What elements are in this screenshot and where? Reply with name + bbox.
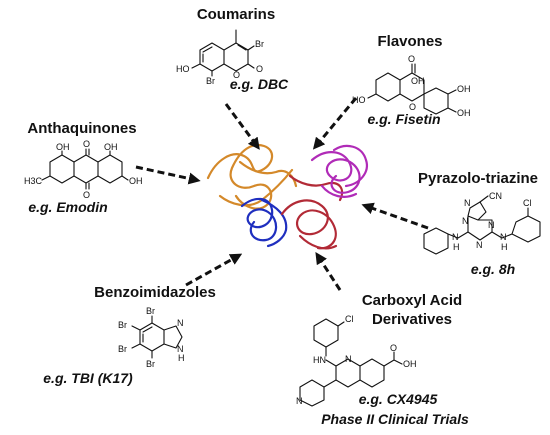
anthraquinone-atom-oh-bottom: OH <box>129 176 143 186</box>
benzoimidazole-atom-br-2: Br <box>118 320 127 330</box>
flavone-atom-oh-b: OH <box>457 108 471 118</box>
flavone-atom-o-carbonyl: O <box>408 54 415 64</box>
pyrazolo-atom-n-4: N <box>476 240 483 250</box>
cx4945-atom-oh: OH <box>403 359 417 369</box>
coumarin-atom-o-ring: O <box>233 70 240 80</box>
benzoimidazole-atom-br-4: Br <box>146 359 155 369</box>
arrow-pyrazolo-triazine <box>361 202 429 230</box>
arrow-benzoimidazoles <box>185 253 243 287</box>
anthaquinones-heading: Anthaquinones <box>27 120 136 137</box>
benzoimidazole-atom-n-1: N <box>177 318 184 328</box>
pyrazolo-atom-h-1: H <box>453 242 460 252</box>
pyrazolo-atom-n-2: N <box>462 216 469 226</box>
cx4945-atom-n-ring: N <box>345 354 352 364</box>
carboxyl-heading-line1: Carboxyl Acid <box>362 292 462 309</box>
inhibitor-arrows <box>135 97 429 291</box>
benzoimidazole-atom-n-2: N <box>177 344 184 354</box>
cx4945-atom-n-pyridine: N <box>296 396 303 406</box>
cx4945-atom-o: O <box>390 343 397 353</box>
pyrazolo-triazine-example: e.g. 8h <box>471 261 515 277</box>
benzoimidazole-structure: Br Br N Br N H Br <box>118 306 185 369</box>
protein-domain-blue <box>240 197 288 248</box>
coumarins-example: e.g. DBC <box>230 76 289 92</box>
arrow-flavones <box>312 97 358 150</box>
benzoimidazoles-heading: Benzoimidazoles <box>94 284 216 301</box>
protein-structure <box>206 143 368 250</box>
arrow-carboxyl <box>315 251 342 291</box>
flavone-atom-oh-3: OH <box>411 76 425 86</box>
coumarin-atom-br-bottom: Br <box>206 76 215 86</box>
coumarins-heading: Coumarins <box>197 6 275 23</box>
coumarin-atom-br-top: Br <box>255 39 264 49</box>
pyrazolo-triazine-heading: Pyrazolo-triazine <box>418 170 538 187</box>
anthaquinones-example: e.g. Emodin <box>28 199 107 215</box>
pyrazolo-atom-n-6: N <box>500 232 507 242</box>
anthraquinone-structure: OH O OH H3C O OH <box>24 139 143 200</box>
cx4945-atom-hn: HN <box>313 355 326 365</box>
anthraquinone-atom-oh-left: OH <box>56 142 70 152</box>
benzoimidazole-atom-br-3: Br <box>118 344 127 354</box>
cx4945-atom-cl: Cl <box>345 314 354 324</box>
protein-domain-red <box>280 174 344 250</box>
flavone-atom-ho: HO <box>352 95 366 105</box>
coumarin-atom-o-carbonyl: O <box>256 64 263 74</box>
flavone-atom-oh-a: OH <box>457 84 471 94</box>
flavone-atom-o-ring: O <box>409 102 416 112</box>
pyrazolo-triazine-structure: N CN Cl N N N N H N H <box>423 191 541 255</box>
benzoimidazole-atom-br-1: Br <box>146 306 155 316</box>
pyrazolo-atom-n-1: N <box>464 198 471 208</box>
benzoimidazole-atom-h: H <box>178 353 185 363</box>
pyrazolo-atom-n-5: N <box>452 232 459 242</box>
cx4945-structure: Cl HN N OH O N <box>296 314 417 407</box>
pyrazolo-atom-n-3: N <box>488 220 495 230</box>
protein-domain-magenta <box>310 144 368 198</box>
coumarin-structure: Br HO Br O O <box>176 29 264 86</box>
flavones-example: e.g. Fisetin <box>367 111 440 127</box>
carboxyl-heading-line2: Derivatives <box>372 311 452 328</box>
pyrazolo-atom-h-2: H <box>501 242 508 252</box>
flavones-heading: Flavones <box>377 33 442 50</box>
coumarin-atom-ho: HO <box>176 64 190 74</box>
pyrazolo-atom-cn: CN <box>489 191 502 201</box>
flavone-structure: O HO O OH OH OH <box>352 54 471 118</box>
anthraquinone-atom-h3c: H3C <box>24 176 43 186</box>
pyrazolo-atom-cl: Cl <box>523 198 532 208</box>
anthraquinone-atom-oh-right: OH <box>104 142 118 152</box>
arrow-anthaquinones <box>135 165 201 185</box>
arrow-coumarins <box>224 103 260 150</box>
carboxyl-example-line1: e.g. CX4945 <box>359 391 438 407</box>
benzoimidazoles-example: e.g. TBI (K17) <box>43 370 133 386</box>
anthraquinone-atom-o-bottom: O <box>83 190 90 200</box>
anthraquinone-atom-o-top: O <box>83 139 90 149</box>
carboxyl-example-line2: Phase II Clinical Trials <box>321 411 469 427</box>
